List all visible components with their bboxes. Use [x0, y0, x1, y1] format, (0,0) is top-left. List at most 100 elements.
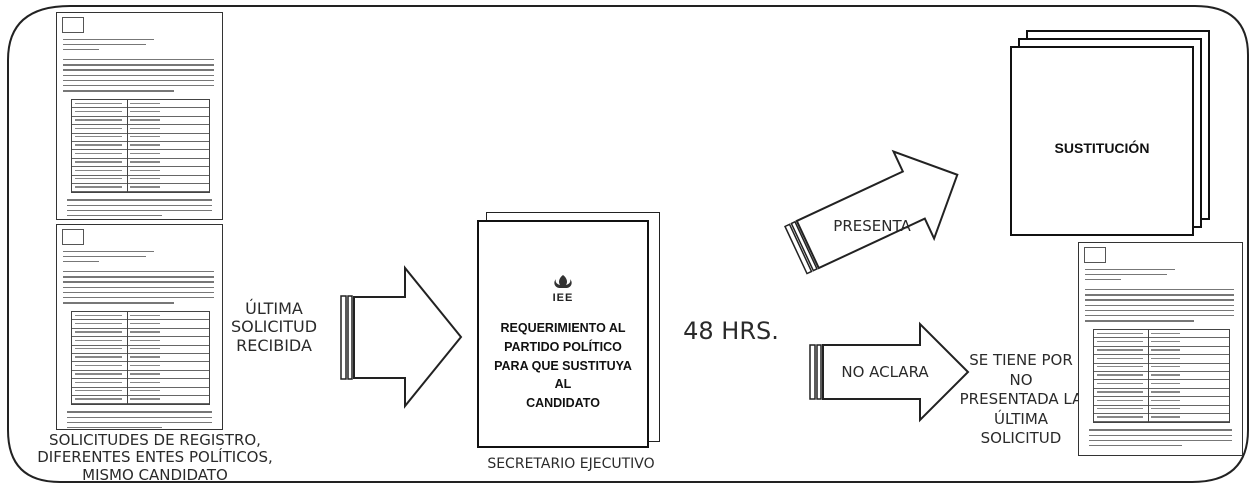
text-line	[1089, 429, 1232, 431]
cell-text	[129, 348, 160, 350]
text-line	[63, 69, 214, 71]
cell-text	[1097, 416, 1143, 418]
cell-text	[1150, 340, 1181, 343]
cell-text	[129, 136, 160, 138]
cell-text	[129, 331, 160, 333]
left-caption-line: SOLICITUDES DE REGISTRO,	[49, 431, 261, 449]
table-row	[72, 100, 209, 109]
text-line	[67, 416, 212, 418]
cell-text	[75, 381, 122, 384]
last-request-document	[1078, 242, 1243, 456]
cell-text	[75, 144, 122, 146]
table-row	[72, 379, 209, 388]
cell-text	[75, 136, 122, 138]
cell-text	[1097, 382, 1143, 385]
text-line	[1085, 320, 1194, 322]
text-line	[63, 59, 214, 61]
cell-text	[75, 373, 122, 375]
text-line	[1089, 445, 1182, 447]
cell-text	[129, 373, 160, 375]
cell-text	[1097, 366, 1143, 368]
cell-text	[1150, 357, 1181, 360]
cell-text	[129, 356, 160, 358]
not-presented-line: SE TIENE POR NO	[969, 351, 1073, 389]
frame-border	[7, 5, 1249, 483]
text-line	[67, 421, 212, 424]
logo-text: IEE	[552, 292, 574, 304]
table-row	[72, 125, 209, 134]
cell-text	[129, 161, 160, 163]
text-line	[63, 251, 154, 253]
text-line	[63, 276, 214, 278]
left-caption: SOLICITUDES DE REGISTRO, DIFERENTES ENTE…	[30, 431, 280, 484]
text-line	[1085, 315, 1234, 317]
cell-text	[1097, 399, 1143, 402]
cell-text	[129, 339, 160, 342]
text-line	[63, 64, 214, 66]
cell-text	[75, 390, 122, 392]
not-presented-line: ÚLTIMA SOLICITUD	[980, 409, 1062, 448]
text-line	[1085, 299, 1234, 301]
text-line	[1085, 294, 1234, 296]
text-line	[63, 256, 146, 258]
cell-text	[75, 356, 122, 358]
table-row	[72, 354, 209, 363]
text-line	[63, 286, 214, 288]
table-row	[1094, 347, 1229, 356]
text-line	[1085, 274, 1167, 276]
cell-text	[129, 152, 160, 155]
arrow1-label-line: RECIBIDA	[236, 335, 312, 355]
table-row	[1094, 414, 1229, 423]
text-line	[1089, 434, 1232, 436]
secretary-caption: SECRETARIO EJECUTIVO	[487, 456, 655, 472]
requirement-line: PARTIDO POLÍTICO	[504, 339, 622, 354]
text-line	[67, 209, 212, 212]
cell-text	[129, 186, 160, 188]
cell-text	[129, 144, 160, 146]
iee-logo: IEE	[479, 274, 647, 304]
cell-text	[1150, 366, 1181, 368]
cell-text	[75, 127, 122, 130]
text-line	[63, 261, 100, 263]
table-row	[72, 329, 209, 338]
cell-text	[1097, 374, 1143, 376]
text-line	[63, 302, 174, 304]
text-line	[1085, 304, 1234, 306]
cell-text	[129, 178, 160, 180]
text-line	[1085, 269, 1175, 271]
table-row	[72, 150, 209, 159]
cell-text	[75, 331, 122, 333]
text-line	[63, 49, 100, 51]
table-row	[72, 371, 209, 380]
text-line	[1085, 289, 1234, 291]
cell-text	[129, 314, 160, 316]
table-row	[72, 184, 209, 193]
table-row	[1094, 355, 1229, 364]
cell-text	[129, 102, 160, 104]
cell-text	[75, 102, 122, 104]
cell-text	[75, 364, 122, 367]
text-line	[67, 204, 212, 206]
cell-text	[1097, 340, 1143, 343]
text-line	[63, 297, 214, 299]
cell-text	[75, 186, 122, 188]
cell-text	[75, 110, 122, 113]
data-table	[71, 311, 210, 406]
text-line	[1085, 279, 1121, 281]
table-row	[72, 337, 209, 346]
text-line	[63, 79, 214, 82]
requirement-line: PARA QUE SUSTITUYA	[494, 358, 632, 373]
presenta-label: PRESENTA	[833, 217, 911, 235]
cell-text	[75, 339, 122, 342]
cell-text	[75, 398, 122, 400]
cell-text	[75, 119, 122, 121]
cell-text	[129, 110, 160, 113]
table-row	[72, 117, 209, 126]
table-row	[72, 388, 209, 396]
arrow1-label-line: ÚLTIMA	[245, 299, 303, 318]
table-row	[72, 108, 209, 117]
document-stamp	[62, 229, 84, 245]
text-line	[63, 39, 154, 41]
left-caption-line: DIFERENTES ENTES POLÍTICOS,	[37, 448, 273, 467]
